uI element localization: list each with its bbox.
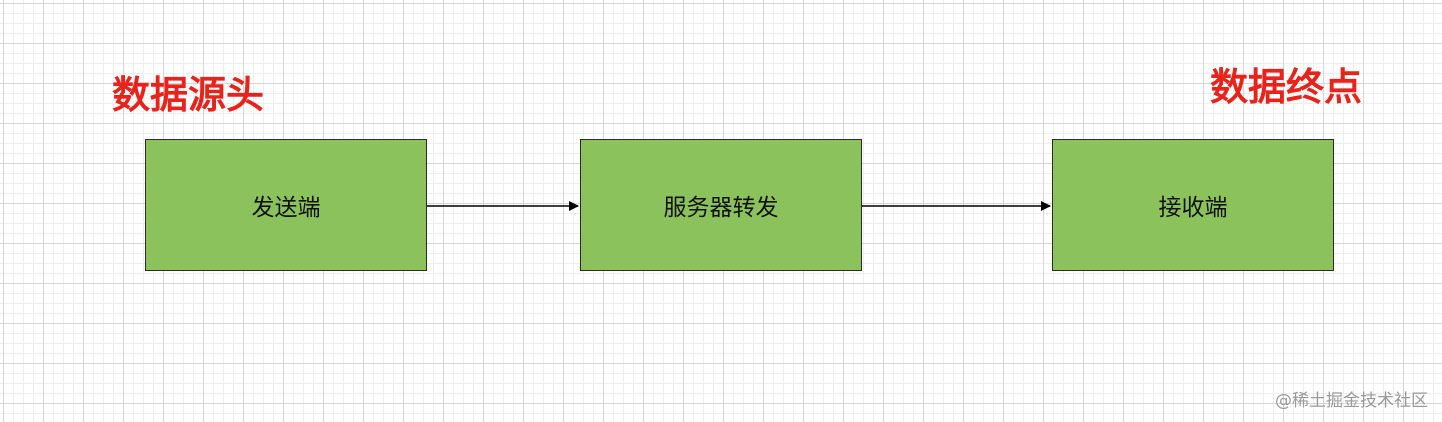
watermark: @稀土掘金技术社区 xyxy=(1275,391,1428,411)
sender-node[interactable]: 发送端 xyxy=(145,139,427,271)
receiver-node[interactable]: 接收端 xyxy=(1052,139,1334,271)
receiver-node-label: 接收端 xyxy=(1158,195,1228,221)
server-forward-node-label: 服务器转发 xyxy=(663,195,779,221)
data-sink-label: 数据终点 xyxy=(1210,65,1363,109)
sender-node-label: 发送端 xyxy=(251,195,321,221)
server-forward-node[interactable]: 服务器转发 xyxy=(580,139,862,271)
data-source-label: 数据源头 xyxy=(112,73,265,117)
